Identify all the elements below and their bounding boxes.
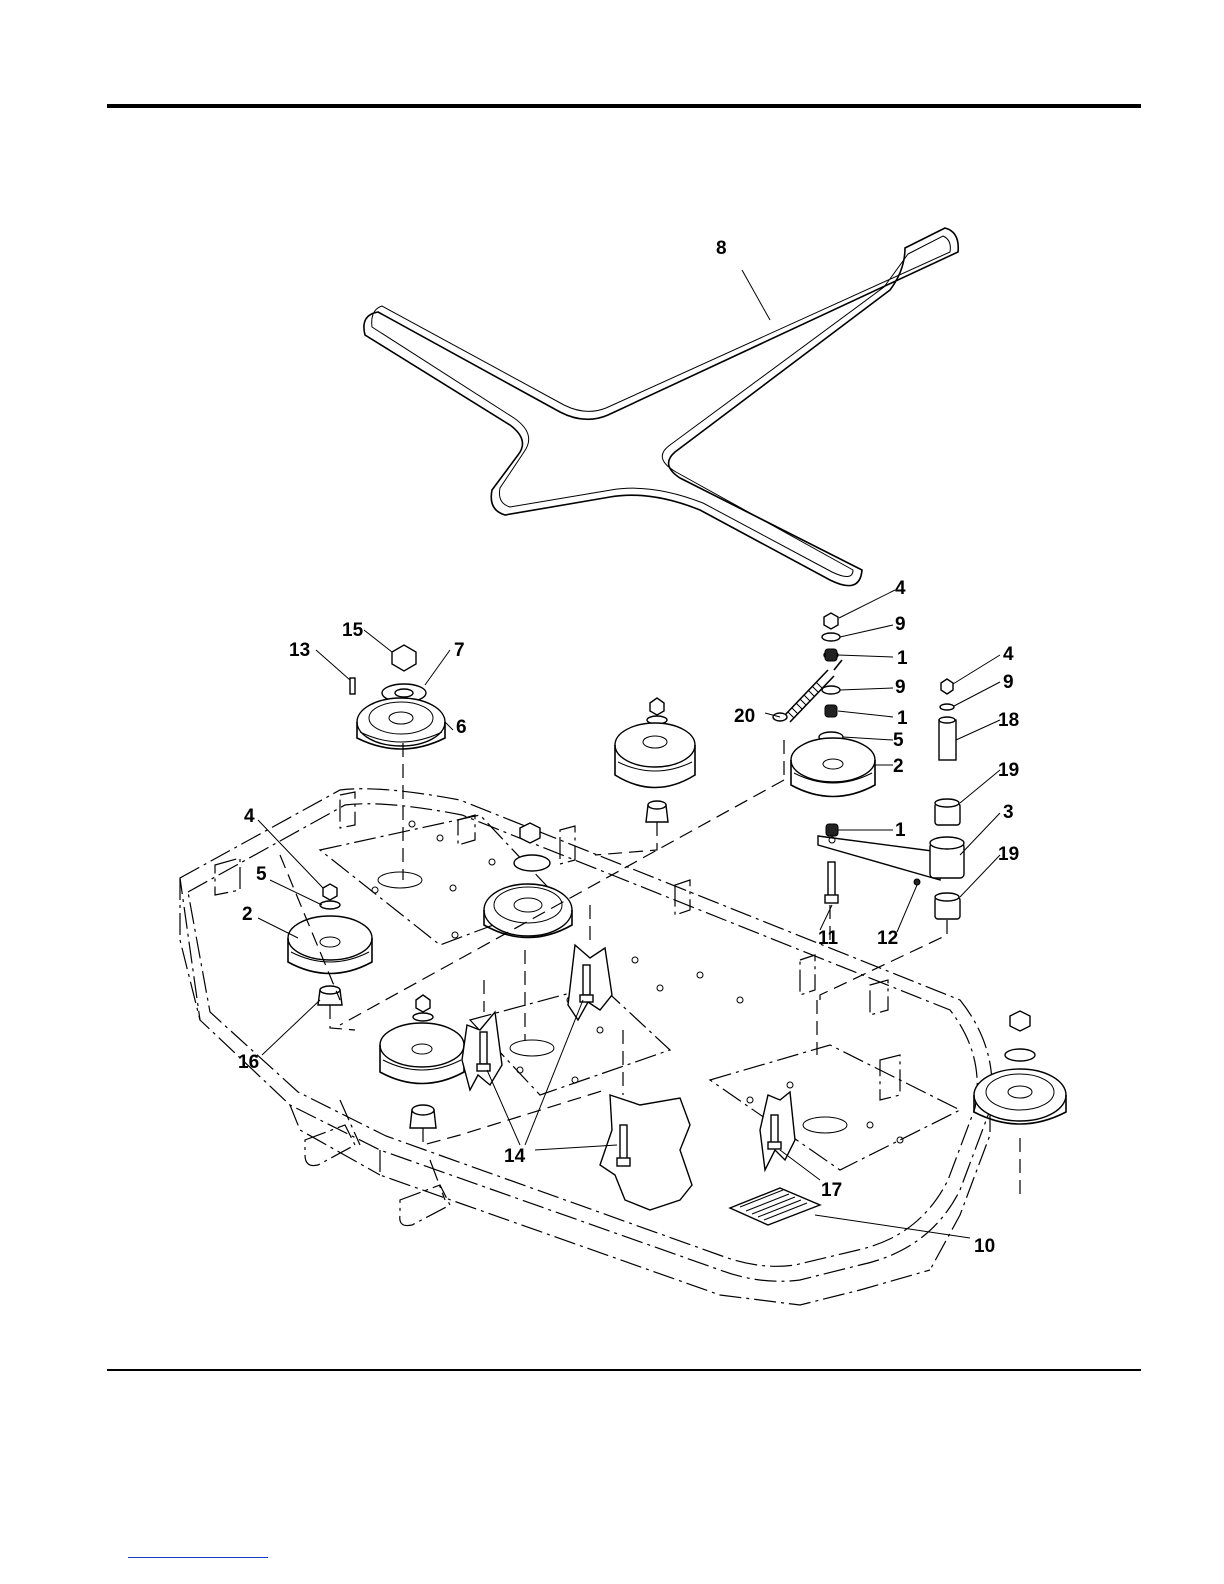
callout-13: 13 [289,640,310,661]
callout-7: 7 [454,640,465,661]
callout-19: 19 [998,760,1019,781]
footer-link-underline[interactable] [128,1557,268,1558]
callout-8: 8 [716,238,727,259]
callout-4: 4 [895,578,906,599]
blade-bolts [462,945,795,1210]
callout-4: 4 [244,806,255,827]
left-idler-pulley [288,884,372,1005]
front-idler-pulley [380,995,464,1128]
callout-9: 9 [895,677,906,698]
left-spindle-pulley [350,645,445,749]
right-spindle [974,1011,1066,1124]
callout-17: 17 [821,1180,842,1201]
callout-20: 20 [734,706,755,727]
rear-idler-pulley [615,698,695,822]
callout-14: 14 [504,1146,526,1167]
callout-15: 15 [342,620,364,641]
callout-9: 9 [1003,672,1014,693]
drive-belt [364,228,958,586]
callout-11: 11 [818,928,839,949]
callout-18: 18 [998,710,1019,731]
callout-5: 5 [256,864,267,885]
callout-1: 1 [897,708,908,729]
deck-holes [372,821,903,1143]
idler-arm-assembly [773,613,964,919]
callout-9: 9 [895,614,906,635]
callout-6: 6 [456,717,467,738]
callout-16: 16 [238,1052,259,1073]
callout-2: 2 [242,904,253,925]
callout-1: 1 [897,648,908,669]
callout-5: 5 [893,730,904,751]
callout-1: 1 [895,820,906,841]
center-spindle [484,823,572,938]
bottom-rule [107,1369,1141,1371]
callout-10: 10 [974,1236,995,1257]
callout-2: 2 [893,756,904,777]
callout-4: 4 [1003,644,1014,665]
callout-3: 3 [1003,802,1014,823]
callout-12: 12 [877,928,898,949]
callout-19: 19 [998,844,1019,865]
